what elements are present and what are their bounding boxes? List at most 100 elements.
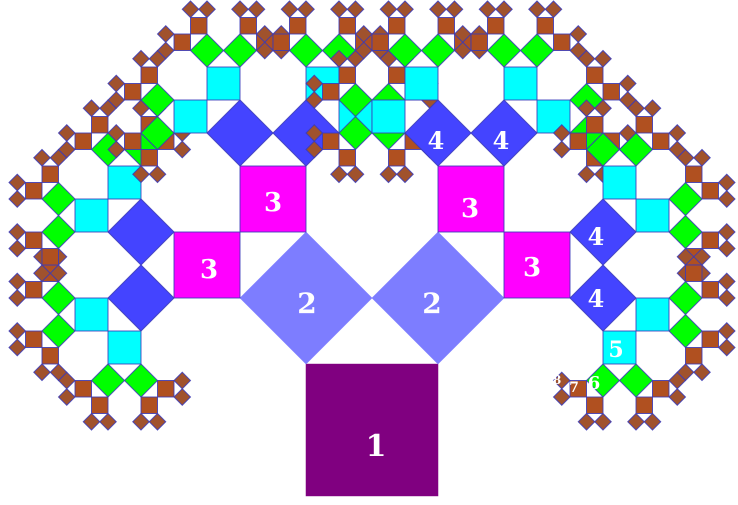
tree-square-level-7: [701, 330, 719, 348]
tree-square-level-6: [41, 280, 76, 316]
tree-square-level-8: [173, 371, 192, 390]
tree-square-level-7: [586, 116, 604, 134]
tree-square-level-6: [668, 181, 703, 217]
tree-square-level-5: [635, 198, 670, 233]
label-level-4-d: 4: [588, 284, 605, 313]
tree-square-level-8: [57, 388, 76, 406]
tree-square-level-7: [487, 17, 505, 35]
tree-square-level-4: [206, 99, 274, 167]
tree-square-level-7: [338, 149, 356, 167]
tree-square-level-8: [330, 165, 348, 184]
label-level-3-a: 3: [200, 255, 218, 285]
tree-square-level-8: [717, 223, 736, 241]
tree-square-level-7: [701, 182, 719, 200]
tree-square-level-8: [57, 124, 76, 142]
tree-square-level-6: [288, 33, 324, 68]
tree-square-level-8: [82, 99, 101, 118]
tree-square-level-8: [354, 25, 373, 43]
tree-square-level-5: [404, 66, 439, 101]
tree-square-level-8: [445, 0, 464, 19]
tree-square-level-7: [701, 231, 719, 249]
tree-square-level-6: [486, 33, 522, 68]
tree-square-level-8: [544, 0, 563, 19]
tree-square-level-7: [91, 396, 109, 414]
tree-square-level-7: [25, 281, 43, 299]
tree-square-level-8: [107, 124, 126, 142]
tree-square-level-7: [388, 17, 406, 35]
tree-square-level-7: [322, 83, 340, 101]
tree-square-level-7: [190, 17, 208, 35]
tree-square-level-7: [140, 396, 158, 414]
tree-square-level-7: [41, 347, 59, 365]
tree-square-level-7: [586, 66, 604, 84]
tree-square-level-7: [586, 396, 604, 414]
tree-square-level-6: [189, 33, 225, 68]
tree-square-level-8: [330, 0, 348, 19]
tree-square-level-8: [231, 0, 249, 19]
tree-square-level-7: [124, 132, 142, 150]
tree-square-level-6: [123, 363, 159, 398]
tree-square-level-7: [25, 231, 43, 249]
tree-square-level-8: [577, 99, 596, 118]
label-level-6: 6: [588, 373, 601, 394]
tree-square-level-8: [305, 124, 324, 142]
tree-square-level-8: [717, 322, 736, 340]
label-level-8: 8: [553, 373, 561, 387]
tree-square-level-6: [41, 313, 76, 349]
tree-square-level-5: [206, 66, 241, 101]
tree-square-level-7: [388, 149, 406, 167]
label-level-4-c: 4: [588, 222, 605, 251]
tree-square-level-8: [717, 173, 736, 192]
tree-square-level-7: [140, 66, 158, 84]
tree-square-level-6: [668, 313, 703, 349]
tree-square-level-5: [74, 198, 109, 233]
tree-square-level-8: [132, 49, 150, 68]
tree-square-level-6: [618, 363, 654, 398]
tree-square-level-8: [577, 412, 596, 431]
tree-square-level-8: [668, 388, 687, 406]
tree-square-level-7: [289, 17, 307, 35]
tree-square-level-8: [643, 99, 662, 118]
tree-square-level-8: [305, 74, 324, 93]
tree-square-level-8: [198, 0, 216, 19]
tree-square-level-8: [552, 371, 571, 390]
tree-square-level-8: [49, 264, 68, 283]
tree-square-level-8: [577, 165, 596, 184]
tree-square-level-7: [371, 33, 389, 51]
tree-square-level-5: [74, 297, 109, 332]
tree-square-level-8: [396, 165, 414, 184]
tree-square-level-8: [8, 289, 27, 307]
label-level-5: 5: [608, 337, 623, 363]
tree-square-level-8: [668, 371, 687, 390]
tree-square-level-8: [552, 140, 571, 159]
tree-square-level-8: [693, 363, 711, 382]
tree-square-level-7: [272, 33, 290, 51]
label-level-2-left: 2: [297, 287, 316, 320]
tree-square-level-7: [338, 66, 356, 84]
tree-square-level-8: [552, 124, 571, 142]
tree-square-level-8: [717, 289, 736, 307]
label-level-1: 1: [366, 429, 387, 464]
tree-square-level-8: [99, 412, 117, 431]
tree-square-level-7: [569, 132, 587, 150]
tree-square-level-8: [181, 0, 200, 19]
tree-square-level-8: [82, 412, 101, 431]
tree-square-level-8: [528, 0, 546, 19]
tree-square-level-8: [297, 0, 315, 19]
tree-square-level-8: [346, 165, 365, 184]
tree-square-level-8: [717, 338, 736, 357]
tree-square-level-5: [635, 297, 670, 332]
tree-square-level-8: [379, 165, 398, 184]
tree-square-level-8: [8, 223, 27, 241]
tree-square-level-8: [280, 0, 299, 19]
tree-square-level-7: [25, 182, 43, 200]
tree-square-level-8: [627, 412, 645, 431]
tree-square-level-8: [676, 247, 695, 266]
tree-square-level-7: [652, 132, 670, 150]
tree-square-level-7: [91, 116, 109, 134]
tree-square-level-6: [222, 33, 258, 68]
tree-square-level-5: [107, 330, 142, 365]
tree-square-level-7: [635, 396, 653, 414]
